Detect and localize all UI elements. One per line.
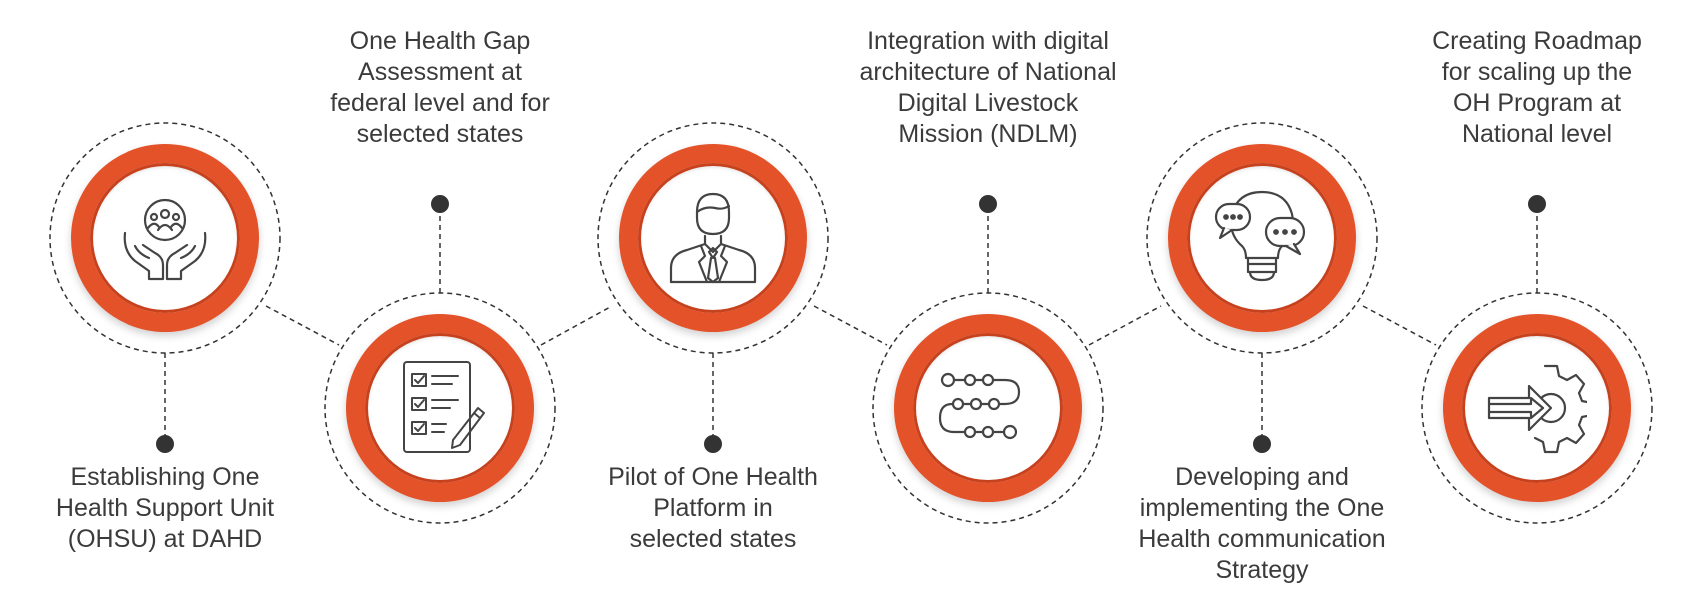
stem-dot-5 bbox=[1253, 435, 1271, 453]
step-5-node bbox=[1168, 144, 1356, 332]
step-2-label: One Health Gap Assessment at federal lev… bbox=[330, 27, 550, 148]
step-2-icon-holder bbox=[365, 333, 515, 483]
stem-dot-6 bbox=[1528, 195, 1546, 213]
step-6-node bbox=[1443, 314, 1631, 502]
link-2-3 bbox=[540, 305, 613, 346]
link-3-4 bbox=[813, 305, 888, 346]
step-4-node bbox=[894, 314, 1082, 502]
link-4-5 bbox=[1088, 305, 1162, 346]
step-5-icon-holder bbox=[1187, 163, 1337, 313]
step-1-node bbox=[71, 144, 259, 332]
step-3-node bbox=[619, 144, 807, 332]
step-2-node bbox=[346, 314, 534, 502]
step-4-icon-holder bbox=[913, 333, 1063, 483]
stem-dot-4 bbox=[979, 195, 997, 213]
stem-dot-2 bbox=[431, 195, 449, 213]
step-1-icon-holder bbox=[90, 163, 240, 313]
stem-dot-3 bbox=[704, 435, 722, 453]
step-6-icon-holder bbox=[1462, 333, 1612, 483]
link-1-2 bbox=[265, 305, 340, 346]
step-1-label: Establishing One Health Support Unit (OH… bbox=[55, 463, 275, 553]
step-3-icon-holder bbox=[638, 163, 788, 313]
stem-dot-1 bbox=[156, 435, 174, 453]
step-6-label: Creating Roadmap for scaling up the OH P… bbox=[1432, 27, 1642, 148]
link-5-6 bbox=[1362, 305, 1437, 346]
step-3-label: Pilot of One Health Platform in selected… bbox=[608, 463, 818, 553]
step-4-label: Integration with digital architecture of… bbox=[859, 27, 1117, 148]
step-5-label: Developing and implementing the One Heal… bbox=[1138, 463, 1386, 584]
